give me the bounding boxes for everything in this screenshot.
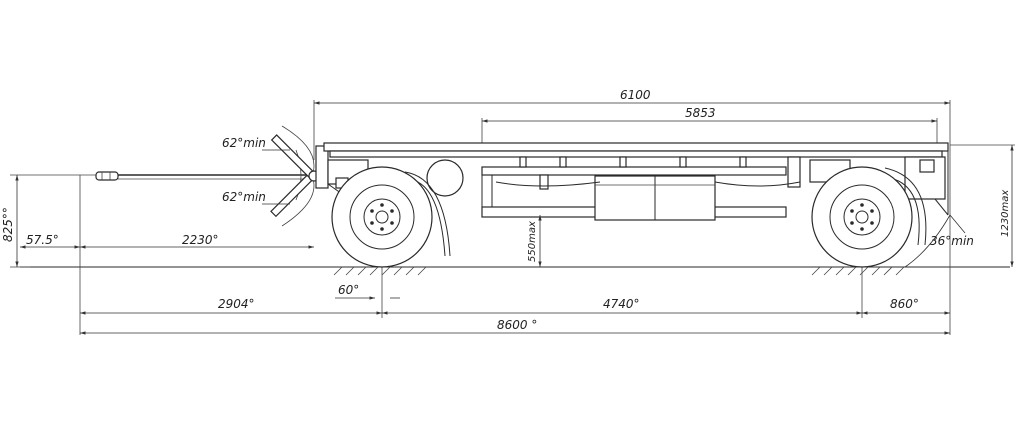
dim-rear-overhang: 860° xyxy=(890,297,919,311)
dim-departure-angle: 36°min xyxy=(930,234,974,248)
front-wheel xyxy=(331,166,451,268)
dim-deck-length: 5853 xyxy=(685,106,716,120)
ground-line xyxy=(20,266,1010,276)
trailer-chassis xyxy=(315,142,949,221)
dim-overall-height: 1230max xyxy=(1000,190,1011,237)
dim-front-wheel-angle: 60° xyxy=(338,283,359,297)
dim-drawbar-angle-down: 62°min xyxy=(222,190,266,204)
dim-ground-clearance: 550max xyxy=(527,221,538,262)
dim-drawbar-length: 2230° xyxy=(182,233,219,247)
rear-wheel xyxy=(811,166,927,268)
dim-overall-length: 8600 ° xyxy=(497,318,537,332)
dim-drawbar-height: 825°° xyxy=(1,207,15,242)
dim-drawbar-angle-up: 62°min xyxy=(222,136,266,150)
dim-overall-platform: 6100 xyxy=(620,88,651,102)
dimension-labels: 6100 5853 62°min 62°min 825°° 57.5° 2230… xyxy=(1,88,1011,332)
dim-drawbar-eye-offset: 57.5° xyxy=(26,233,59,247)
dimension-lines xyxy=(15,101,1014,335)
dim-front-to-axle: 2904° xyxy=(218,297,255,311)
dim-wheelbase: 4740° xyxy=(603,297,640,311)
drawbar xyxy=(95,125,320,227)
